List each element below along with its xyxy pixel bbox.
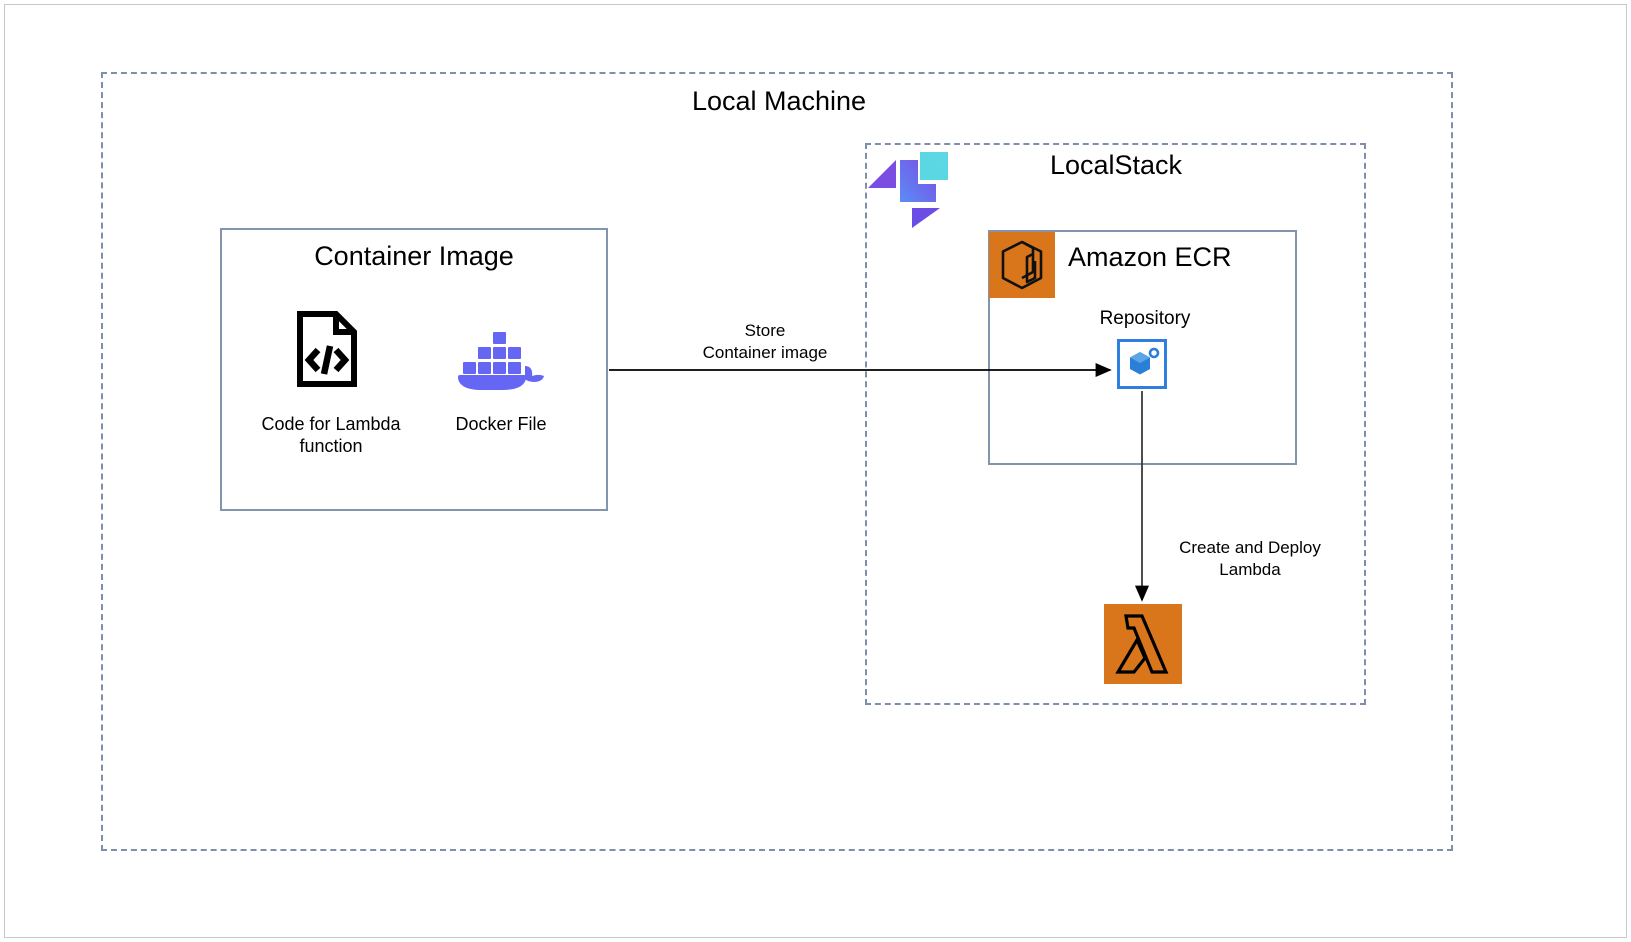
- code-file-icon: [296, 310, 358, 388]
- docker-whale-icon: [455, 328, 547, 390]
- amazon-ecr-icon: [989, 232, 1055, 298]
- ecr-repository-icon: [1117, 339, 1167, 389]
- docker-file-label: Docker File: [455, 414, 547, 434]
- repository-label: Repository: [1099, 308, 1191, 329]
- code-file-label: Code for Lambda function: [261, 414, 401, 456]
- store-container-image-label: Store Container image: [702, 321, 828, 362]
- localstack-logo-icon: [866, 150, 950, 230]
- aws-lambda-icon: [1104, 604, 1182, 684]
- local-machine-title: Local Machine: [691, 86, 867, 116]
- container-image-title: Container Image: [314, 241, 514, 271]
- container-image-box: [220, 228, 608, 511]
- local-machine-boundary: [101, 72, 1453, 851]
- create-deploy-lambda-label: Create and Deploy Lambda: [1179, 538, 1321, 579]
- localstack-boundary: [865, 143, 1366, 705]
- localstack-title: LocalStack: [1049, 150, 1183, 180]
- amazon-ecr-title: Amazon ECR: [1068, 242, 1232, 272]
